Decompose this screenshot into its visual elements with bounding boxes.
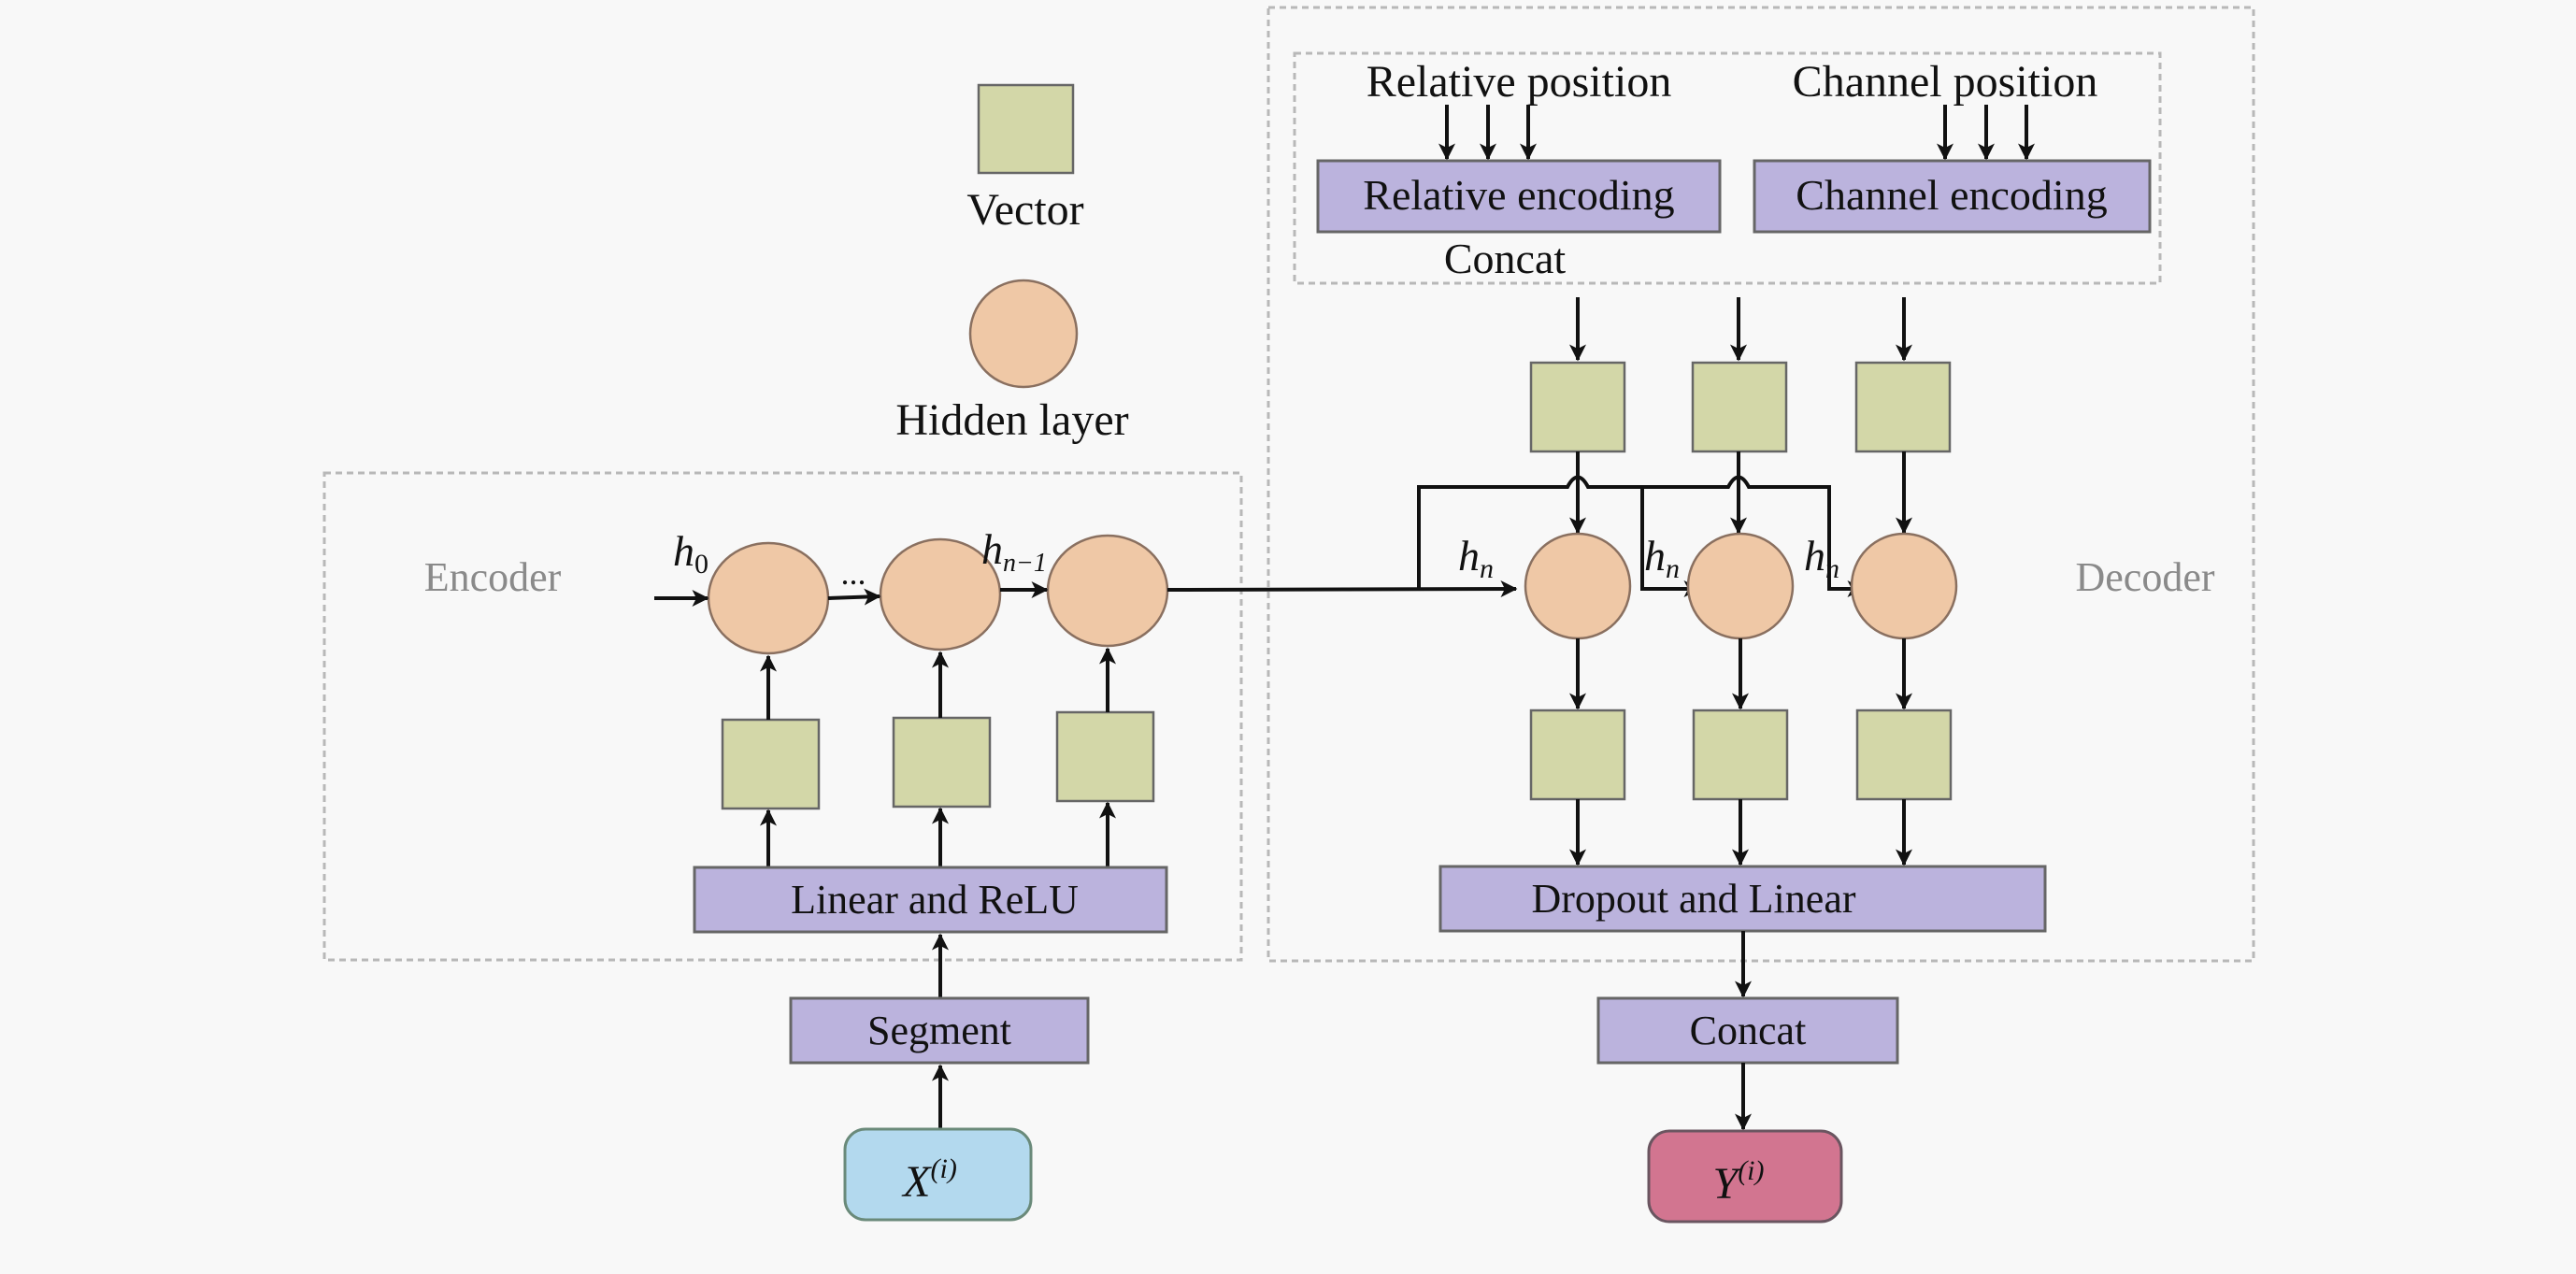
hn-1-label: hn−1 — [981, 525, 1047, 578]
decoder-input-vector — [1854, 361, 1952, 453]
encoder-to-decoder-line — [1166, 580, 1518, 598]
decoder-input-vector — [1691, 361, 1788, 453]
encoder-vector — [1055, 710, 1155, 803]
legend-vector-label: Vector — [966, 185, 1083, 235]
hn-label: hn — [1458, 532, 1494, 584]
encoder-vector — [892, 716, 992, 809]
hn-label: hn — [1644, 532, 1680, 584]
decoder-hidden-node — [1686, 532, 1795, 640]
encoder-title: Encoder — [424, 554, 562, 600]
decoder-group — [1267, 6, 2255, 963]
concat-label: Concat — [1690, 1008, 1807, 1053]
linear-relu-block — [693, 866, 1168, 934]
legend-vector-icon — [977, 83, 1075, 175]
decoder-input-vector — [1529, 361, 1626, 453]
input-node — [843, 1127, 1033, 1222]
relative-position-label: Relative position — [1367, 57, 1672, 107]
concat-inner-label: Concat — [1444, 235, 1567, 282]
channel-position-label: Channel position — [1793, 57, 2098, 107]
decoder-hidden-node — [1524, 532, 1632, 640]
linear-relu-label: Linear and ReLU — [791, 877, 1079, 923]
dropout-linear-label: Dropout and Linear — [1532, 876, 1856, 922]
channel-encoding-block — [1753, 159, 2152, 234]
hn-bus-branch — [1640, 487, 1701, 597]
encoder-chain-arrow — [827, 588, 881, 606]
relative-encoding-label: Relative encoding — [1363, 171, 1674, 219]
relative-encoding-block — [1316, 159, 1722, 234]
segment-block — [789, 996, 1090, 1065]
position-encoding-group — [1293, 51, 2162, 285]
legend-hidden-label: Hidden layer — [895, 395, 1128, 445]
segment-label: Segment — [867, 1008, 1011, 1053]
decoder-output-vector — [1529, 709, 1626, 801]
concat-block — [1596, 996, 1899, 1065]
dropout-linear-block — [1438, 865, 2047, 933]
encoder-vector — [721, 718, 821, 810]
output-label: Y(i) — [1712, 1155, 1764, 1209]
decoder-title: Decoder — [2075, 554, 2214, 600]
channel-encoding-label: Channel encoding — [1796, 171, 2107, 219]
decoder-output-vector — [1692, 709, 1789, 801]
decoder-hidden-node — [1850, 532, 1958, 640]
decoder-output-vector — [1855, 709, 1953, 801]
ellipsis-label: ... — [841, 554, 866, 592]
input-label: X(i) — [901, 1153, 957, 1207]
output-node — [1647, 1129, 1843, 1224]
encoder-group — [322, 471, 1243, 962]
legend-hidden-icon — [968, 279, 1079, 389]
h0-label: h0 — [673, 527, 708, 580]
hn-label: hn — [1804, 532, 1839, 584]
hn-bus-line — [1417, 475, 1865, 597]
